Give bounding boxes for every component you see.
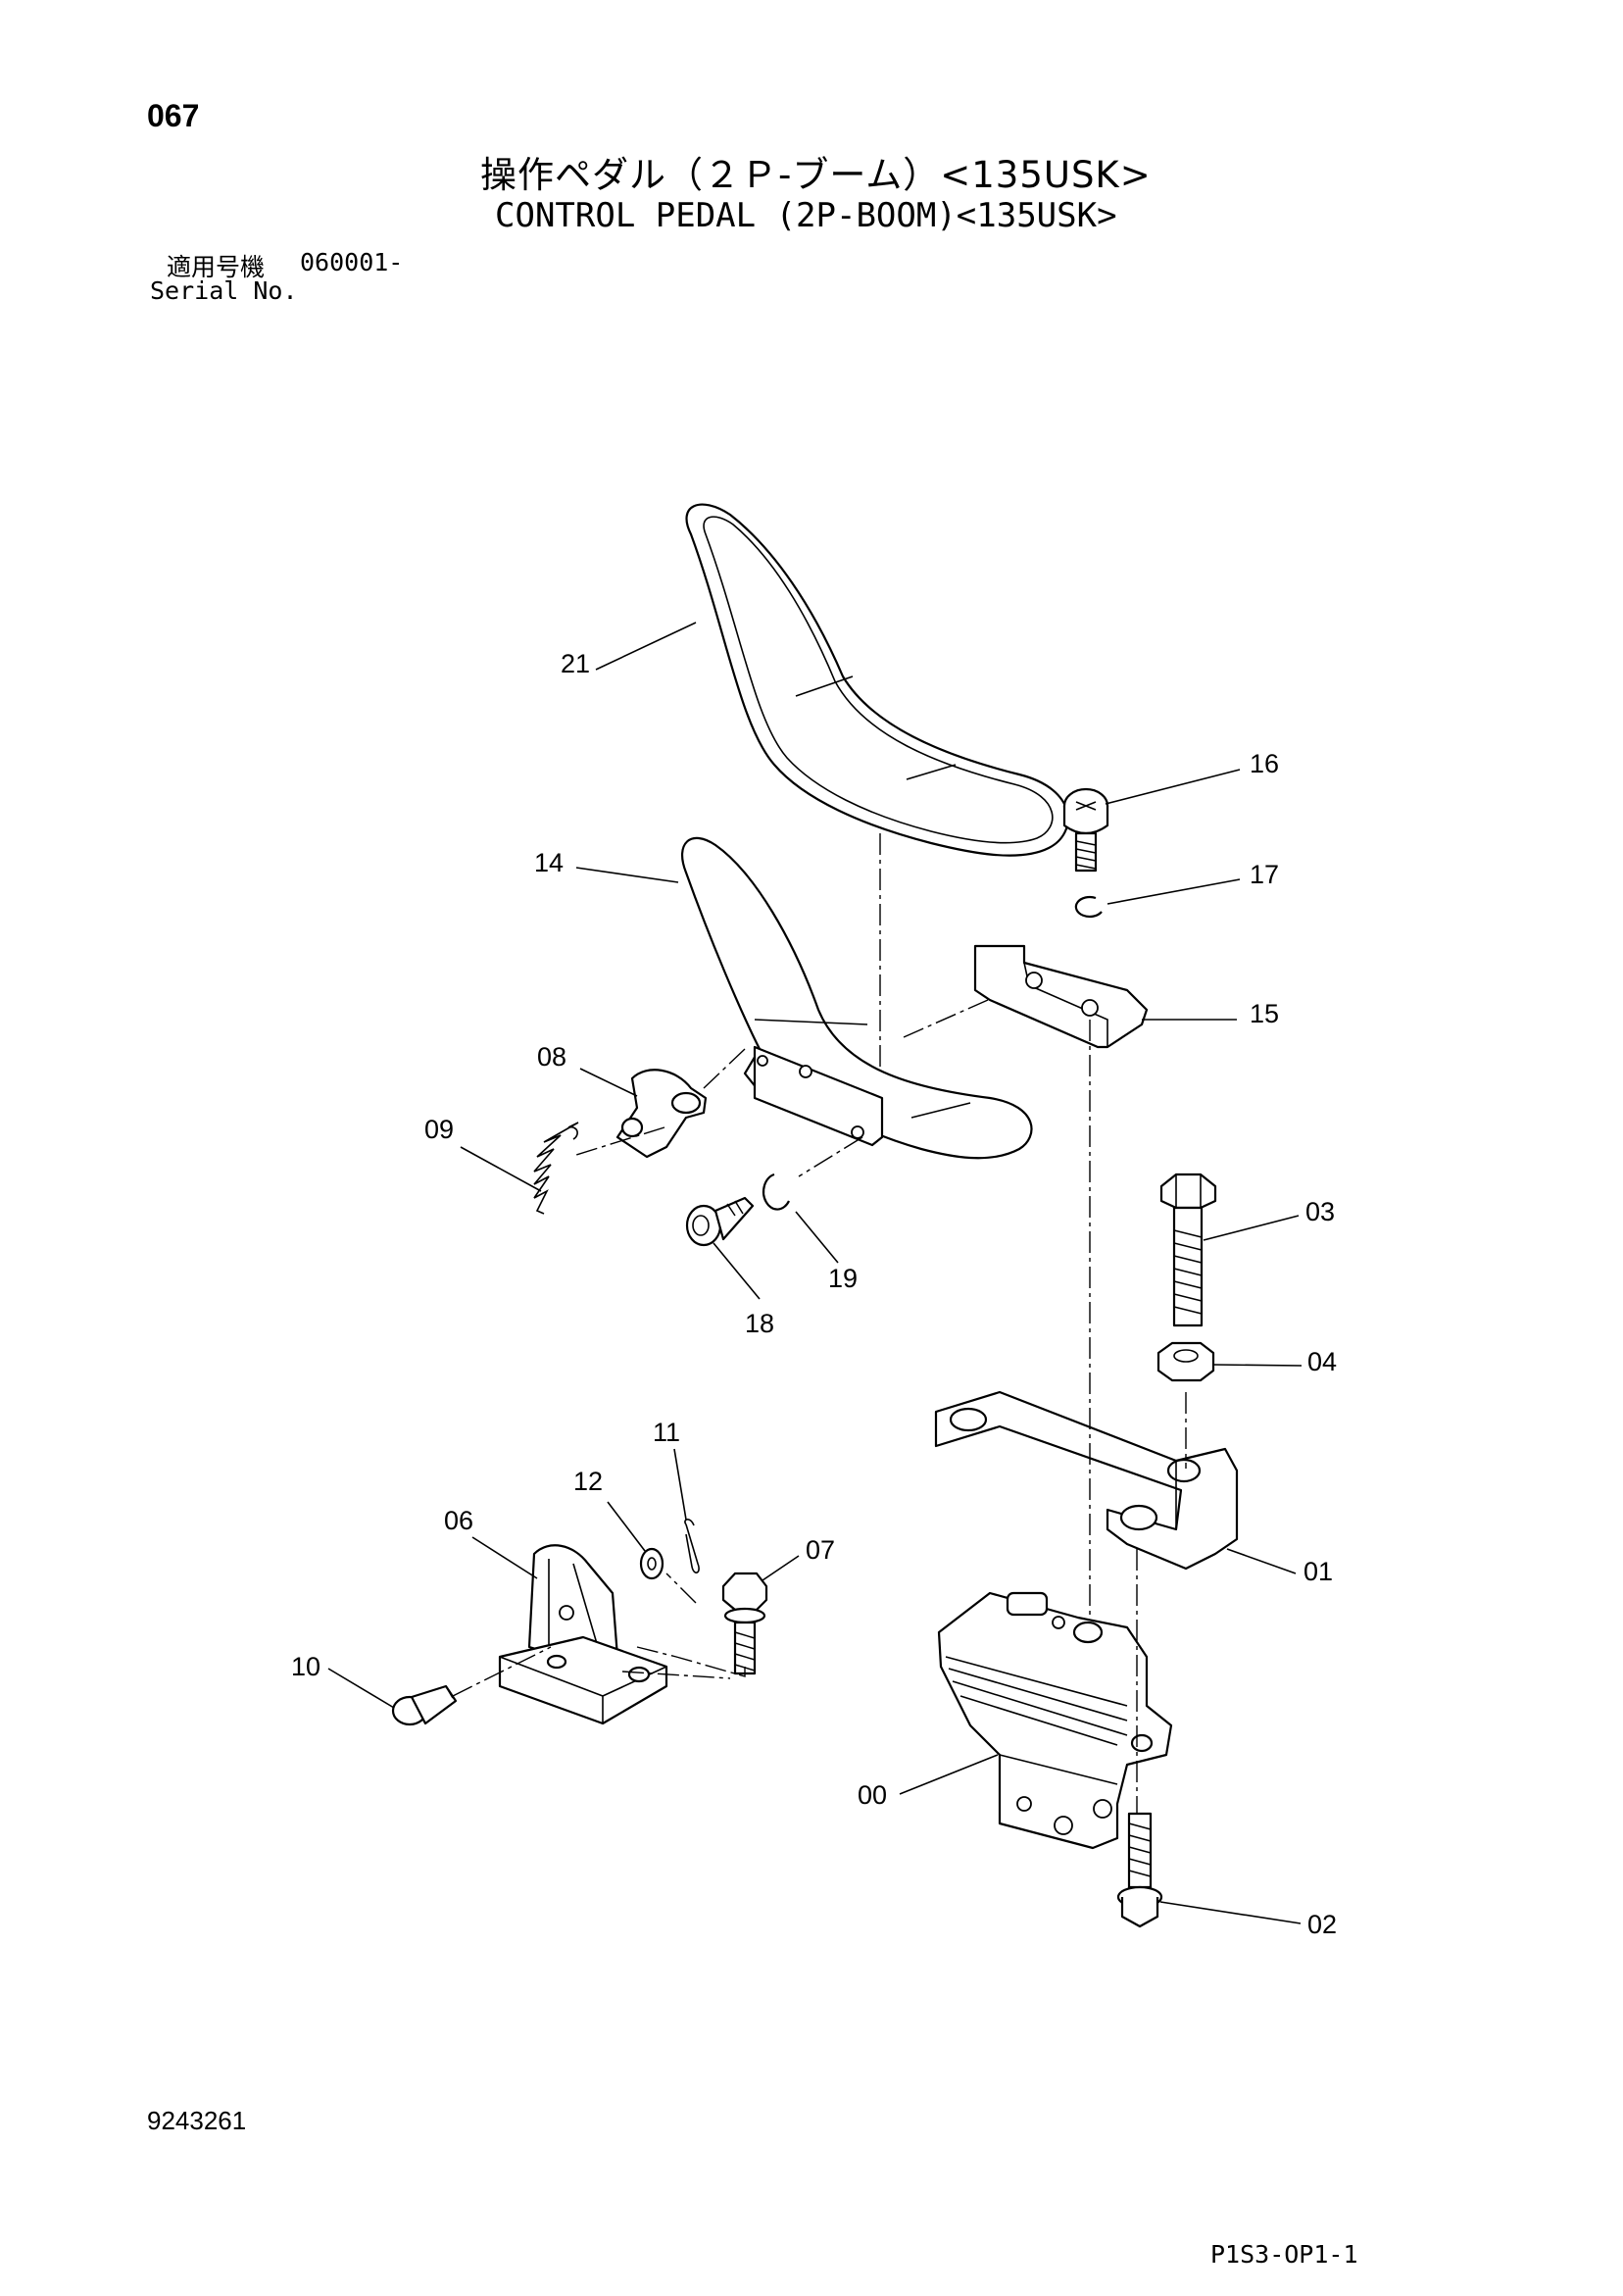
part-00-pilot-valve (937, 1591, 1173, 1850)
part-19-spring-washer (762, 1173, 790, 1211)
part-16-socket-bolt (1062, 787, 1109, 873)
part-06-hinge-bracket (498, 1544, 668, 1725)
part-09-spring (533, 1122, 579, 1215)
part-02-flange-bolt (1116, 1812, 1163, 1928)
part-14-pedal (681, 836, 1033, 1160)
part-18-socket-bolt (685, 1196, 755, 1247)
callout-18: 18 (745, 1309, 774, 1338)
callout-16: 16 (1250, 749, 1279, 778)
callout-17: 17 (1250, 860, 1279, 889)
sheet-code: P1S3-OP1-1 (1210, 2240, 1358, 2269)
callout-03: 03 (1305, 1197, 1335, 1226)
callout-19: 19 (828, 1264, 858, 1293)
callout-02: 02 (1307, 1910, 1337, 1939)
part-10-pin (391, 1684, 458, 1726)
callout-00: 00 (858, 1780, 887, 1810)
callout-07: 07 (806, 1535, 835, 1565)
part-08-stopper (615, 1069, 708, 1159)
callout-21: 21 (561, 649, 590, 678)
callout-09: 09 (424, 1115, 454, 1144)
serial-label-japanese: 適用号機 (167, 253, 266, 281)
part-12-washer (639, 1547, 664, 1580)
part-03-hex-bolt (1159, 1173, 1217, 1327)
serial-number-value: 060001- (300, 248, 404, 276)
serial-label-english: Serial No. (150, 276, 298, 305)
alignment-lines (452, 833, 1187, 1814)
part-01-mounting-bracket (934, 1390, 1239, 1571)
callout-12: 12 (573, 1467, 603, 1496)
callout-14: 14 (534, 848, 564, 877)
callout-15: 15 (1250, 999, 1279, 1028)
title-japanese: 操作ペダル（２Ｐ-ブーム）<135USK> (480, 154, 1152, 196)
part-11-cotter-pin (684, 1519, 700, 1573)
callout-11: 11 (653, 1418, 680, 1447)
part-07-flange-bolt (721, 1572, 768, 1675)
document-number: 9243261 (147, 2106, 247, 2135)
callout-01: 01 (1303, 1557, 1333, 1586)
callout-06: 06 (444, 1506, 473, 1535)
part-04-hex-nut (1156, 1341, 1215, 1382)
callout-08: 08 (537, 1042, 566, 1072)
leader-lines (327, 622, 1303, 1924)
part-17-spring-washer (1074, 895, 1103, 919)
page-number: 067 (147, 98, 200, 133)
callout-04: 04 (1307, 1347, 1337, 1376)
callout-labels: 21 14 16 17 15 08 09 18 19 03 04 01 00 0… (291, 649, 1337, 1939)
callout-10: 10 (291, 1652, 320, 1681)
title-english: CONTROL PEDAL (2P-BOOM)<135USK> (495, 196, 1117, 235)
part-21-pedal-cover (685, 503, 1069, 857)
part-15-bracket (973, 944, 1149, 1049)
